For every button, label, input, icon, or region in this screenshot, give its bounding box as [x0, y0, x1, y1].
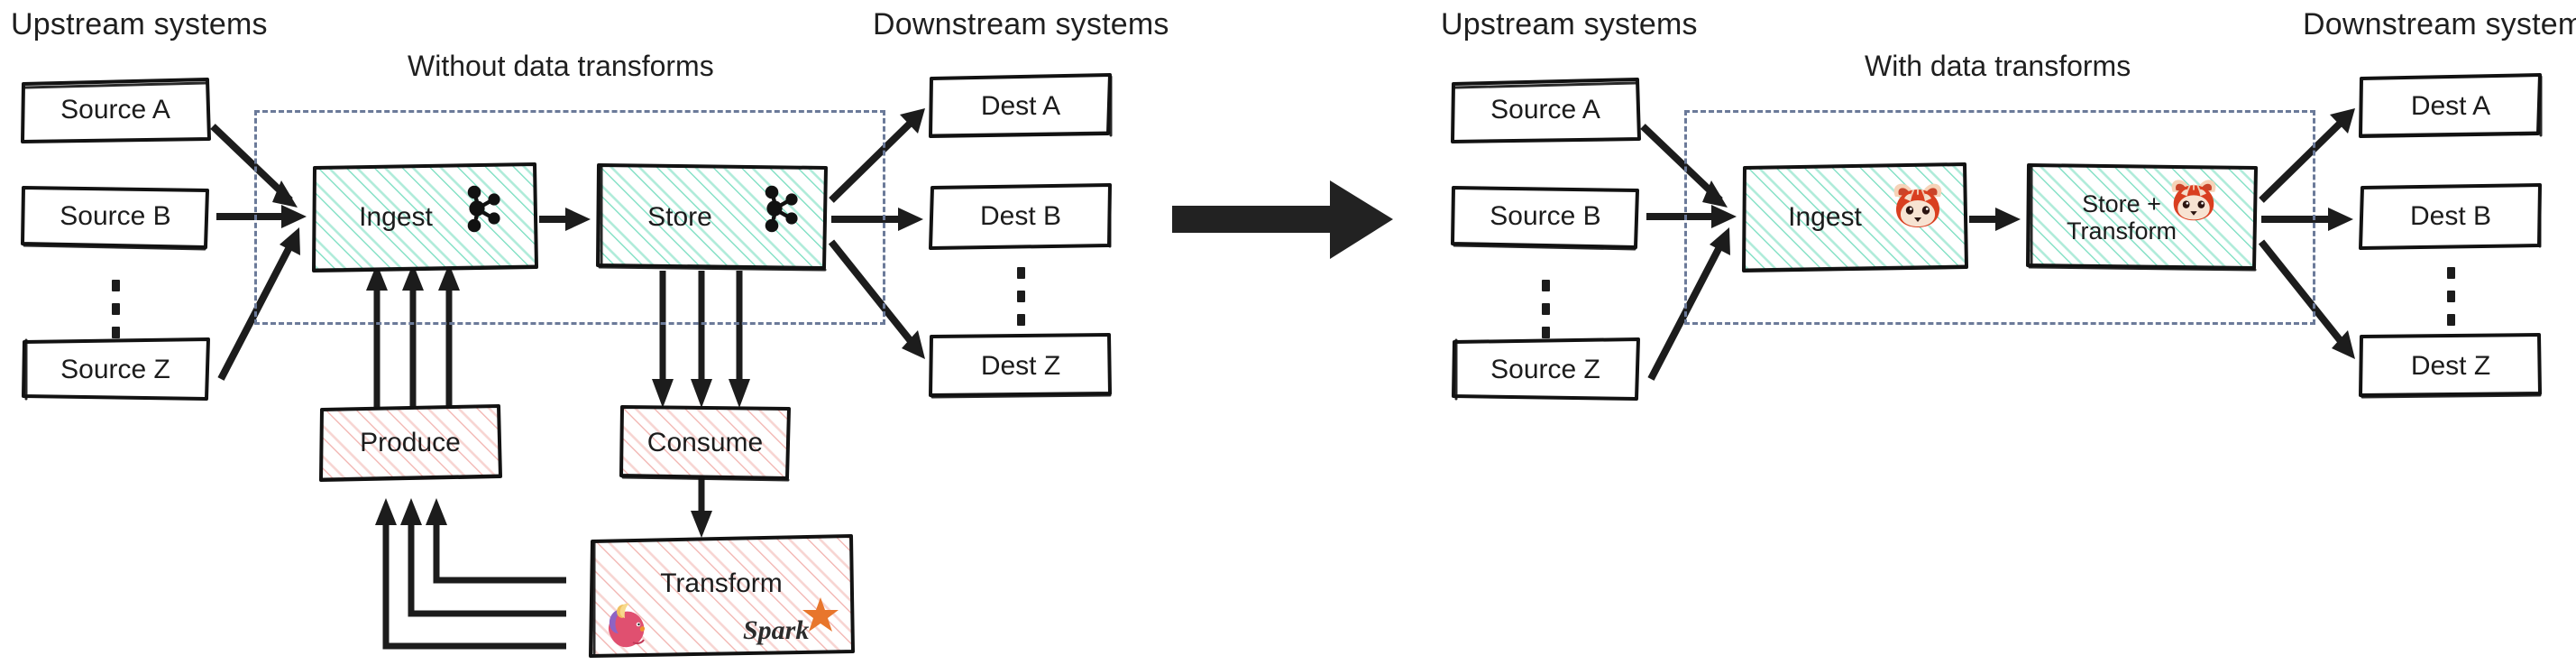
right-ingest-label: Ingest	[1788, 202, 1862, 233]
apache-kafka-icon	[765, 185, 798, 233]
r-source-a-box[interactable]: Source A	[1450, 76, 1641, 144]
dest-b-box[interactable]: Dest B	[927, 182, 1114, 251]
left-panel-title: Without data transforms	[408, 50, 714, 82]
arrow-store-to-consume-3	[729, 271, 750, 408]
source-b-box[interactable]: Source B	[20, 182, 211, 251]
apache-flink-icon	[608, 603, 646, 648]
arrow-produce-to-ingest-2	[402, 263, 424, 408]
r-dest-a-label: Dest A	[2410, 91, 2491, 122]
source-b-label: Source B	[60, 201, 171, 232]
r-dest-z-label: Dest Z	[2410, 351, 2491, 382]
apache-spark-icon: Spark	[743, 597, 839, 645]
apache-kafka-icon	[467, 185, 500, 233]
dest-z-box[interactable]: Dest Z	[927, 332, 1114, 401]
arrow-r-storetransform-to-destA	[2259, 108, 2355, 203]
dest-a-box[interactable]: Dest A	[927, 72, 1114, 141]
left-ingest-box[interactable]: Ingest	[310, 161, 539, 274]
source-a-box[interactable]: Source A	[20, 76, 211, 144]
right-ingest-box[interactable]: Ingest	[1740, 161, 1969, 274]
arrow-transform-to-produce-2	[400, 498, 566, 617]
arrow-transform-to-produce-1	[375, 498, 566, 650]
produce-box[interactable]: Produce	[317, 402, 503, 484]
arrow-sourceA-to-ingest	[210, 124, 298, 208]
arrow-sourceB-to-ingest	[216, 205, 307, 228]
r-dest-b-label: Dest B	[2409, 201, 2492, 232]
produce-label: Produce	[360, 428, 461, 458]
arrow-store-to-destB	[831, 208, 923, 231]
right-panel-title: With data transforms	[1865, 50, 2131, 82]
svg-text:Spark: Spark	[743, 615, 809, 645]
arrow-consume-to-transform	[691, 478, 712, 538]
source-z-label: Source Z	[60, 355, 170, 385]
left-ingest-label: Ingest	[359, 202, 433, 233]
redpanda-icon	[1893, 183, 1942, 227]
arrow-store-to-consume-1	[652, 271, 674, 408]
left-upstream-header: Upstream systems	[11, 7, 268, 42]
left-store-box[interactable]: Store	[593, 161, 831, 274]
r-source-z-label: Source Z	[1490, 355, 1600, 385]
r-source-b-box[interactable]: Source B	[1450, 182, 1641, 251]
sources-ellipsis-left	[112, 280, 120, 350]
arrow-store-to-consume-2	[691, 271, 712, 408]
arrow-ingest-to-store	[539, 208, 591, 231]
right-store-transform-line1: Store +	[2082, 189, 2161, 217]
arrow-r-sourceB-to-ingest	[1646, 205, 1737, 228]
arrow-produce-to-ingest-1	[366, 263, 388, 408]
r-source-a-label: Source A	[1490, 95, 1600, 125]
transform-box[interactable]: Transform Spark	[586, 532, 857, 660]
consume-label: Consume	[646, 428, 764, 458]
r-source-b-label: Source B	[1490, 201, 1601, 232]
arrow-r-sourceA-to-ingest	[1640, 124, 1728, 208]
r-source-z-box[interactable]: Source Z	[1450, 336, 1641, 404]
big-transition-arrow	[1172, 180, 1393, 259]
dest-b-label: Dest B	[979, 201, 1062, 232]
right-boundary-dashed-container	[1684, 110, 2315, 325]
right-upstream-header: Upstream systems	[1441, 7, 1698, 42]
arrow-store-to-destA	[829, 108, 925, 203]
transform-label: Transform	[660, 568, 783, 598]
sources-ellipsis-right	[1542, 280, 1550, 350]
source-z-box[interactable]: Source Z	[20, 336, 211, 404]
source-a-label: Source A	[60, 95, 170, 125]
dest-a-label: Dest A	[980, 91, 1061, 122]
left-store-label: Store	[647, 202, 712, 233]
arrow-store-to-destZ	[828, 239, 925, 359]
r-dest-a-box[interactable]: Dest A	[2357, 72, 2544, 141]
redpanda-icon	[2171, 180, 2216, 221]
arrow-r-ingest-to-storetransform	[1969, 208, 2021, 231]
r-dest-z-box[interactable]: Dest Z	[2357, 332, 2544, 401]
dest-z-label: Dest Z	[980, 351, 1061, 382]
right-store-transform-box[interactable]: Store + Transform	[2023, 161, 2261, 274]
right-downstream-header: Downstream systems	[2303, 7, 2576, 42]
arrow-r-storetransform-to-destZ	[2258, 239, 2355, 359]
arrow-transform-to-produce-3	[426, 498, 566, 584]
arrow-r-storetransform-to-destB	[2261, 208, 2353, 231]
left-downstream-header: Downstream systems	[873, 7, 1169, 42]
left-boundary-dashed-container	[254, 110, 885, 325]
arrow-produce-to-ingest-3	[438, 263, 460, 408]
r-dest-b-box[interactable]: Dest B	[2357, 182, 2544, 251]
consume-box[interactable]: Consume	[617, 402, 793, 484]
right-store-transform-line2: Transform	[2066, 217, 2177, 245]
